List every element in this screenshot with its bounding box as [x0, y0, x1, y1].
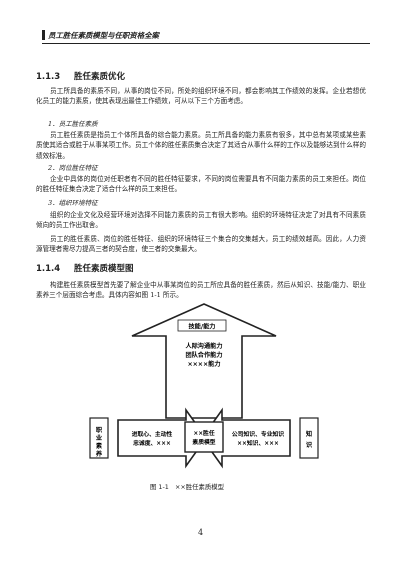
section-number: 1.1.3 [36, 72, 61, 82]
paragraph-organization-environment: 组织的企业文化及经营环境对选择不同能力素质的员工有很大影响。组织的环境特征决定了… [36, 211, 366, 230]
paragraph-summary: 员工的胜任素质、岗位的胜任特征、组织的环境特征三个集合的交集越大，员工的绩效越高… [36, 235, 366, 254]
right-text-2: ××知识、××× [237, 439, 279, 447]
top-line-2: 团队合作能力 [185, 351, 222, 359]
subheading-employee-competency: 1．员工胜任素质 [48, 120, 98, 128]
center-text-1: ××胜任 [193, 429, 215, 437]
header-title: 员工胜任素质模型与任职资格全案 [48, 31, 159, 40]
paragraph-model-intro: 构建胜任素质模型首先要了解企业中从事某岗位的员工所应具备的胜任素质，然后从知识、… [36, 281, 366, 300]
paragraph-employee-competency: 员工胜任素质是指员工个体所具备的综合能力素质。员工所具备的能力素质有很多，其中总… [36, 131, 366, 160]
right-label-char-1: 知 [305, 430, 312, 438]
left-label-box [89, 417, 109, 459]
section-title: 胜任素质优化 [74, 72, 126, 82]
figure-title: ××胜任素质模型 [174, 483, 225, 491]
section-heading-1-1-4: 1.1.4 胜任素质模型图 [36, 262, 134, 274]
top-line-1: 人际沟通能力 [185, 342, 222, 350]
right-label-box [299, 417, 319, 459]
competency-model-diagram: 技能/能力 人际沟通能力 团队合作能力 ××××能力 进取心、主动性 忠诚度、×… [89, 303, 319, 469]
left-text-1: 进取心、主动性 [132, 430, 173, 438]
figure-number: 图 1-1 [150, 483, 169, 491]
section-number: 1.1.4 [36, 264, 61, 274]
subheading-job-competency: 2．岗位胜任特征 [48, 164, 98, 172]
right-label-char-2: 识 [306, 441, 312, 449]
left-label-char-2: 业 [96, 434, 102, 442]
left-text-2: 忠诚度、××× [133, 439, 171, 447]
top-arrow-shape [131, 303, 277, 419]
left-label-char-4: 养 [95, 450, 103, 458]
paragraph-job-competency: 企业中具体的岗位对任职者有不同的胜任特征要求，不同的岗位需要具有不同能力素质的员… [36, 175, 366, 194]
subheading-organization-environment: 3．组织环境特征 [48, 199, 98, 207]
top-line-3: ××××能力 [187, 360, 220, 368]
figure-caption: 图 1-1 ××胜任素质模型 [150, 482, 224, 491]
section-heading-1-1-3: 1.1.3 胜任素质优化 [36, 70, 125, 82]
running-header: 员工胜任素质模型与任职资格全案 [42, 29, 370, 44]
top-label: 技能/能力 [188, 323, 215, 331]
paragraph-intro: 员工所具备的素质不同，从事的岗位不同，所处的组织环境不同，都会影响其工作绩效的发… [36, 87, 366, 106]
center-box [184, 421, 224, 453]
left-label-char-1: 职 [96, 426, 103, 434]
page-number: 4 [198, 528, 204, 537]
left-label-char-3: 素 [96, 442, 103, 450]
competency-model-figure: 技能/能力 人际沟通能力 团队合作能力 ××××能力 进取心、主动性 忠诚度、×… [86, 300, 322, 472]
center-text-2: 素质模型 [192, 438, 215, 446]
section-title: 胜任素质模型图 [74, 264, 134, 274]
header-bar [42, 30, 45, 40]
top-label-box [177, 319, 227, 332]
right-text-1: 公司知识、专业知识 [232, 430, 284, 438]
